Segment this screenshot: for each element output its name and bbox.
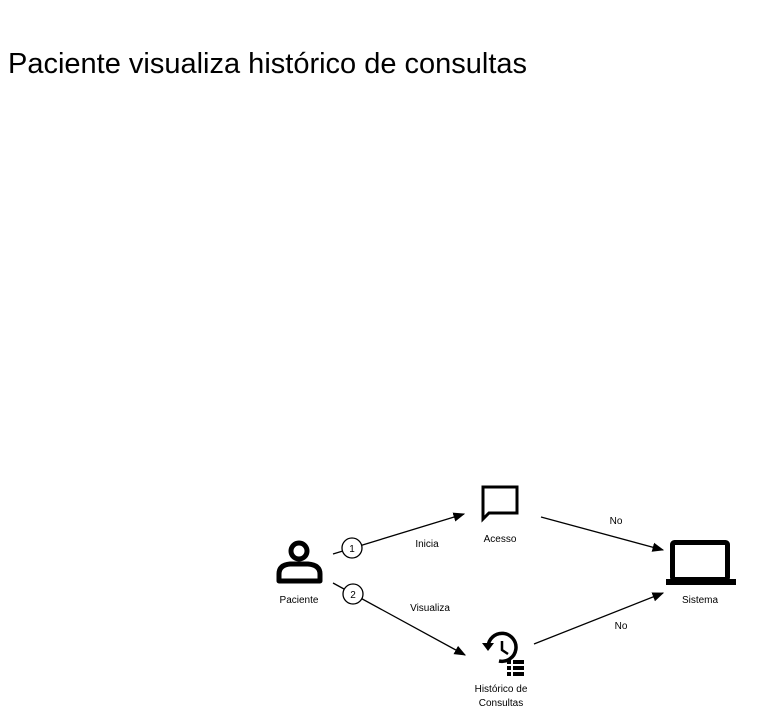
node-label-historico-line1: Histórico de [475, 684, 528, 695]
edge-label-inicia: Inicia [415, 539, 439, 550]
node-historico: Histórico de Consultas [475, 631, 528, 709]
edge-label-visualiza: Visualiza [410, 603, 450, 614]
history-list-icon [482, 631, 524, 676]
step-badge-1 [341, 537, 363, 559]
step-number-2: 2 [350, 590, 356, 601]
node-paciente: Paciente [276, 540, 323, 606]
chat-bubble-icon [481, 485, 519, 523]
page-title: Paciente visualiza histórico de consulta… [8, 48, 528, 80]
node-label-historico-line2: Consultas [479, 698, 523, 709]
node-label-paciente: Paciente [280, 595, 319, 606]
node-sistema: Sistema [666, 540, 736, 606]
node-label-acesso: Acesso [484, 534, 517, 545]
step-number-1: 1 [349, 544, 355, 555]
node-acesso: Acesso [481, 485, 519, 545]
laptop-icon [666, 540, 736, 585]
edge-label-no-historico: No [615, 621, 628, 632]
person-icon [276, 540, 323, 584]
edge-label-no-acesso: No [610, 516, 623, 527]
edge-historico-sistema: No [533, 592, 665, 645]
edge-acesso-sistema: No [540, 516, 665, 552]
edge-paciente-acesso: 1 Inicia [332, 512, 466, 559]
edge-paciente-historico: 2 Visualiza [332, 582, 467, 656]
node-label-sistema: Sistema [682, 595, 719, 606]
step-badge-2 [342, 583, 364, 605]
